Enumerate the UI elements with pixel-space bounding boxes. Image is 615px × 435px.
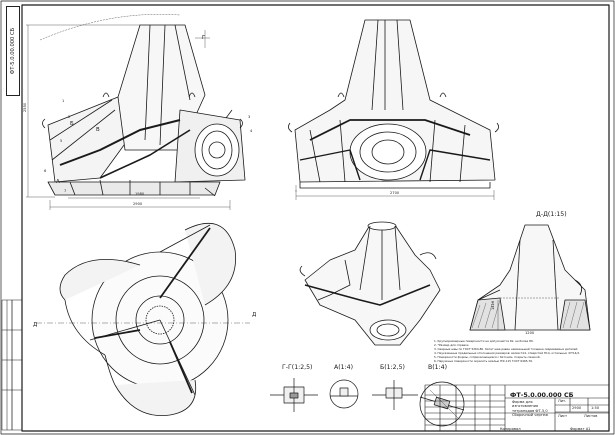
front-view-left — [42, 24, 246, 197]
plan-view — [36, 222, 250, 417]
title-sheets: Листов — [584, 414, 598, 418]
view-g-title: Г-Г(1:2,5) — [282, 364, 313, 371]
view-a-title: А(1:4) — [334, 364, 354, 371]
title-sheet: Лист — [558, 414, 568, 418]
title-lit: Лит. — [558, 399, 567, 403]
front-view-right — [288, 19, 499, 189]
technical-notes: 1. Крупноразмерные поверхности не допуск… — [434, 339, 594, 363]
note-line: 4. Неуказанные предельные отклонения раз… — [434, 351, 581, 355]
section-d-title: Д-Д(1:15) — [536, 211, 567, 218]
dims-view1 — [26, 14, 231, 210]
margin-stamp — [1, 299, 23, 431]
view-v-title: В(1:4) — [428, 364, 448, 371]
callout-d2: Д — [252, 312, 257, 318]
callout-3: 3 — [248, 115, 251, 119]
title-name: Форма для изготовления тетраподов ФТ-5,0… — [512, 400, 549, 418]
dim-small-width: 1200 — [525, 331, 535, 335]
callout-b: Б — [70, 121, 74, 127]
rotated-code-text: ФТ-5.0.00.000 СБ — [10, 27, 16, 75]
dim-height: 2550 — [23, 102, 27, 112]
detail-views — [270, 378, 465, 427]
view-b-title: Б(1:2,5) — [380, 364, 405, 371]
dim-small-height: 1410 — [491, 300, 495, 310]
title-designation: ФТ-5.0.00.000 СБ — [510, 391, 574, 399]
dims-view2 — [295, 185, 495, 200]
isometric-view — [299, 221, 441, 346]
title-mass: 2900 — [572, 406, 582, 410]
title-scale: 1:50 — [591, 406, 600, 410]
note-line: 1. Крупноразмерные поверхности не допуск… — [434, 339, 534, 343]
title-copied: Копировал — [500, 427, 521, 431]
dim-base-width: 2900 — [133, 202, 143, 206]
note-line: 3. Сварные швы по ГОСТ 5264-80. Катет шв… — [434, 347, 579, 351]
callout-v: В — [96, 127, 100, 133]
callout-7: 7 — [64, 189, 67, 193]
callout-a: А — [56, 179, 60, 185]
callout-d1: Д — [33, 322, 38, 328]
note-line: 2. *Размер для справок. — [434, 343, 470, 347]
title-block — [424, 384, 610, 432]
dim-front-width: 2700 — [390, 191, 400, 195]
callout-2: 2 — [68, 115, 71, 119]
callout-6: 6 — [44, 169, 47, 173]
callout-g: Г — [202, 35, 206, 41]
callout-1: 1 — [62, 99, 65, 103]
note-line: 6. Наружные поверхности окрасить эмалью … — [434, 359, 533, 363]
rotated-code-box: ФТ-5.0.00.000 СБ — [6, 6, 20, 96]
dim-mid-width: 1980 — [135, 192, 145, 196]
inner-frame — [21, 4, 610, 432]
title-format: Формат А1 — [570, 427, 591, 431]
callout-4: 4 — [250, 129, 253, 133]
callout-5: 5 — [60, 139, 63, 143]
section-d-view — [469, 224, 591, 331]
note-line: 5. Поверхности формы, соприкасающиеся с … — [434, 355, 541, 359]
